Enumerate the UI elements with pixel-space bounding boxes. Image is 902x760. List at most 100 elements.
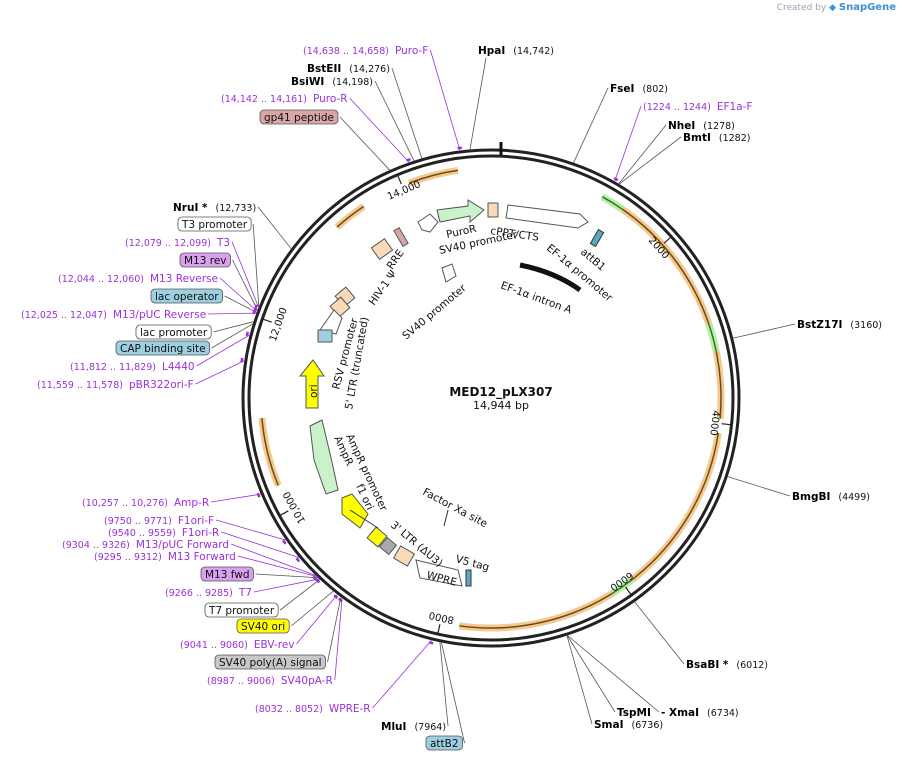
- site-smai[interactable]: SmaI(6736): [594, 719, 663, 731]
- site-m13fwdbox[interactable]: M13 fwd: [200, 566, 254, 582]
- site-coord-ef1af: (1224 .. 1244): [643, 102, 711, 113]
- site-bmgbi[interactable]: BmgBI(4499): [792, 491, 870, 503]
- site-label-nrui: NruI *: [173, 202, 208, 214]
- label-sv40p2: SV40 promoter: [400, 282, 469, 343]
- orange-arc-core-4: [336, 205, 365, 228]
- site-ebvrev[interactable]: (9041 .. 9060)EBV-rev: [180, 639, 295, 651]
- site-xmai[interactable]: - XmaI (6734): [661, 707, 739, 719]
- site-t7prom[interactable]: T7 promoter: [204, 602, 279, 618]
- site-label-puror: Puro-R: [313, 93, 348, 105]
- site-label-xmai: - XmaI: [661, 707, 699, 719]
- site-gp41[interactable]: gp41 peptide: [259, 109, 339, 125]
- site-ef1af[interactable]: (1224 .. 1244) EF1a-F: [643, 101, 752, 113]
- site-pbr322[interactable]: (11,559 .. 11,578)pBR322ori-F: [37, 379, 194, 391]
- label-factorxa: Factor Xa site: [421, 486, 490, 530]
- site-ampr[interactable]: (10,257 .. 10,276)Amp-R: [82, 497, 209, 509]
- leader-m13rev: [219, 277, 258, 312]
- site-sv40par[interactable]: (8987 .. 9006)SV40pA-R: [207, 675, 333, 687]
- site-sv40ori[interactable]: SV40 ori: [236, 618, 290, 634]
- leader-sv40ori: [290, 590, 334, 627]
- site-nrui[interactable]: NruI *(12,733): [173, 202, 256, 214]
- site-l4440[interactable]: (11,812 .. 11,829)L4440: [70, 361, 195, 373]
- site-lacop[interactable]: lac operator: [150, 288, 224, 304]
- site-t7[interactable]: (9266 .. 9285)T7: [165, 587, 252, 599]
- site-box-t7prom: [204, 602, 279, 618]
- plasmid-size: 14,944 bp: [473, 399, 529, 412]
- site-label-sv40polya: SV40 poly(A) signal: [219, 657, 322, 669]
- leader-sv40polya: [327, 596, 342, 663]
- primer-mark-ampr: [256, 492, 261, 498]
- site-label-nhei: NheI: [668, 120, 695, 132]
- primer-mark-purof: [457, 146, 462, 150]
- site-fsei[interactable]: FseI(802): [610, 83, 668, 95]
- site-m13rev[interactable]: (12,044 .. 12,060)M13 Reverse: [58, 273, 218, 285]
- site-coord-xmai: (6734): [707, 708, 739, 719]
- site-box-m13revbox: [179, 252, 231, 268]
- leader-nhei: [618, 124, 667, 185]
- site-coord-wprer: (8032 .. 8052): [255, 704, 323, 715]
- v5-box: [465, 569, 472, 587]
- primer-mark-f1orif: [282, 539, 287, 545]
- site-nhei[interactable]: NheI(1278): [668, 120, 735, 132]
- site-box-m13fwdbox: [200, 566, 254, 582]
- site-mlui[interactable]: MluI(7964): [381, 721, 446, 733]
- site-m13forward[interactable]: (9295 .. 9312)M13 Forward: [94, 551, 236, 563]
- site-bsteii[interactable]: BstEII(14,276): [307, 63, 390, 75]
- leader-xmai: [566, 634, 660, 713]
- leader-gp41: [339, 116, 391, 171]
- site-label-attb2: attB2: [430, 738, 459, 750]
- site-label-t7: T7: [238, 587, 252, 599]
- site-lacprom[interactable]: lac promoter: [135, 324, 212, 340]
- site-hpai[interactable]: HpaI(14,742): [478, 45, 554, 57]
- site-attb2[interactable]: attB2: [425, 735, 463, 751]
- site-label-bmti: BmtI: [683, 132, 711, 144]
- site-t3[interactable]: (12,079 .. 12,099)T3: [125, 237, 230, 249]
- green-arrow-core-0: [601, 196, 624, 211]
- site-purof[interactable]: (14,638 .. 14,658)Puro-F: [303, 45, 428, 57]
- ltr3-box-2: [378, 536, 398, 556]
- site-label-m13pucr: M13/pUC Reverse: [113, 309, 206, 321]
- site-label-f1orir: F1ori-R: [182, 527, 219, 539]
- site-bmti[interactable]: BmtI(1282): [683, 132, 750, 144]
- site-label-ebvrev: EBV-rev: [254, 639, 295, 651]
- ef1a-arrow: [505, 204, 589, 229]
- site-sv40polya[interactable]: SV40 poly(A) signal: [214, 654, 326, 670]
- leader-f1orif: [215, 519, 287, 541]
- leader-m13pucr: [208, 312, 257, 315]
- site-bstz17i[interactable]: BstZ17I(3160): [797, 319, 882, 331]
- primer-mark-ef1af: [613, 177, 619, 182]
- site-bsabi[interactable]: BsaBI *(6012): [686, 659, 768, 671]
- site-box-attb2: [425, 735, 463, 751]
- site-puror[interactable]: (14,142 .. 14,161)Puro-R: [221, 93, 348, 105]
- site-bsiwi[interactable]: BsiWI(14,198): [291, 76, 373, 88]
- site-m13revbox[interactable]: M13 rev: [179, 252, 231, 268]
- site-tspmi[interactable]: TspMI: [617, 707, 651, 719]
- label-ori: ori: [308, 384, 320, 398]
- site-coord-smai: (6736): [632, 720, 664, 731]
- site-label-sv40ori: SV40 ori: [241, 621, 285, 633]
- site-coord-ampr: (10,257 .. 10,276): [82, 498, 168, 509]
- leader-nrui: [257, 206, 292, 250]
- site-m13pucr[interactable]: (12,025 .. 12,047)M13/pUC Reverse: [21, 309, 206, 321]
- leader-wprer: [372, 639, 433, 709]
- site-label-t3prom: T3 promoter: [181, 219, 248, 231]
- site-wprer[interactable]: (8032 .. 8052)WPRE-R: [255, 703, 371, 715]
- ltr5-stripes: [317, 329, 333, 343]
- ori-arrow: [298, 359, 325, 409]
- site-cap[interactable]: CAP binding site: [115, 340, 211, 356]
- snapgene-credit: Created by ◆ SnapGene: [777, 2, 896, 13]
- site-t3prom[interactable]: T3 promoter: [177, 216, 252, 232]
- primer-mark-pbr322: [240, 357, 244, 363]
- site-f1orif[interactable]: (9750 .. 9771)F1ori-F: [104, 515, 214, 527]
- site-box-lacprom: [135, 324, 212, 340]
- leader-puror: [349, 97, 410, 163]
- site-coord-m13pucf: (9304 .. 9326): [62, 540, 130, 551]
- site-label-ef1af: EF1a-F: [717, 101, 753, 113]
- site-coord-bmgbi: (4499): [838, 492, 870, 503]
- site-f1orir[interactable]: (9540 .. 9559)F1ori-R: [108, 527, 219, 539]
- primer-mark-l4440: [245, 331, 250, 337]
- site-label-tspmi: TspMI: [617, 707, 651, 719]
- site-coord-m13forward: (9295 .. 9312): [94, 552, 162, 563]
- site-m13pucf[interactable]: (9304 .. 9326)M13/pUC Forward: [62, 539, 229, 551]
- green-arrow-core-1: [707, 323, 717, 352]
